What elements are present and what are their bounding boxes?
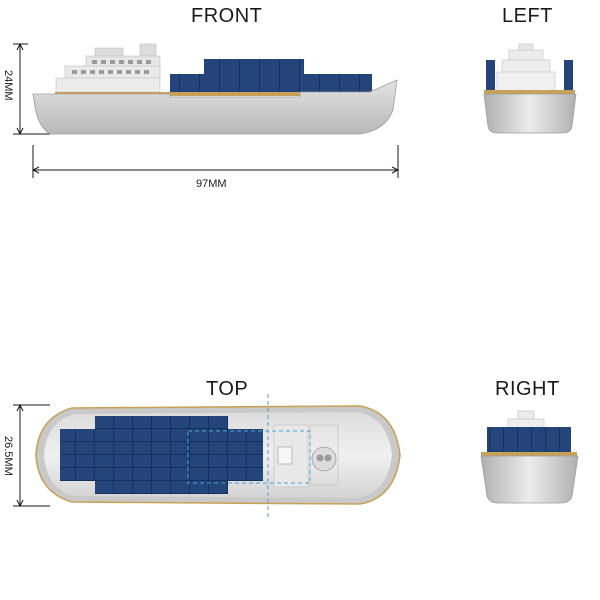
front-deck-trim xyxy=(55,92,302,96)
length-dimension-line xyxy=(31,145,400,178)
top-containers-main xyxy=(95,416,228,494)
front-superstructure xyxy=(55,43,161,93)
top-containers-fwd xyxy=(228,429,263,481)
right-hull xyxy=(480,455,579,504)
front-containers-high xyxy=(204,59,304,94)
beam-dimension-line xyxy=(13,403,50,508)
left-hull xyxy=(483,93,577,134)
front-hull xyxy=(32,79,398,135)
left-view-drawing xyxy=(483,43,577,134)
top-view-drawing xyxy=(13,394,401,518)
left-containers-port xyxy=(486,60,495,92)
left-view-title: LEFT xyxy=(502,5,553,27)
height-dimension-line xyxy=(13,42,50,136)
top-funnel xyxy=(311,446,337,472)
front-view-drawing xyxy=(13,42,400,178)
top-containers-aft xyxy=(60,429,95,481)
right-view-drawing xyxy=(480,410,579,504)
front-view-title: FRONT xyxy=(191,5,263,27)
top-guide-lines xyxy=(187,394,311,518)
left-containers-starboard xyxy=(564,60,573,92)
length-dimension-label: 97MM xyxy=(196,178,227,190)
top-view-title: TOP xyxy=(206,378,249,400)
right-containers xyxy=(487,427,571,453)
right-view-title: RIGHT xyxy=(495,378,560,400)
